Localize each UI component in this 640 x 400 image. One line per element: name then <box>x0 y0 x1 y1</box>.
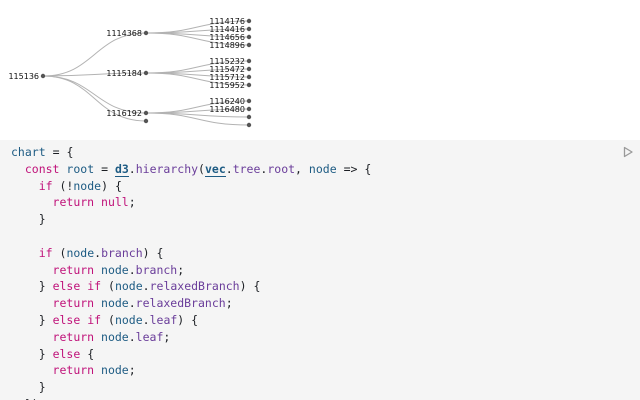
tree-link <box>145 112 250 126</box>
code-line: return node; <box>52 363 136 378</box>
code-line: return node.leaf; <box>52 329 171 344</box>
code-line: if (node.branch) { <box>38 245 164 260</box>
tree-leaf-node <box>246 114 252 120</box>
code-line: } <box>38 212 46 227</box>
tree-leaf-label: 1115472 <box>209 65 245 74</box>
tree-link <box>145 32 250 46</box>
code-line: if (!node) { <box>38 178 122 193</box>
tree-leaf-node <box>246 26 252 32</box>
tree-leaf-node <box>246 122 252 128</box>
tree-leaf-label: 1116240 <box>209 97 245 106</box>
play-icon <box>623 146 633 158</box>
tree-leaf-node <box>246 66 252 72</box>
code-line: const root = d3.hierarchy(vec.tree.root,… <box>24 161 372 177</box>
tree-leaf-node <box>246 98 252 104</box>
tree-leaf-node <box>246 42 252 48</box>
tree-leaf-label: 1116480 <box>209 105 245 114</box>
tree-link <box>42 32 147 77</box>
tree-link <box>42 72 147 77</box>
tree-link <box>145 72 250 86</box>
code-line: } <box>38 380 46 395</box>
code-line: }); <box>11 396 640 400</box>
code-line: chart = { <box>11 145 74 159</box>
tree-link <box>42 75 147 122</box>
tree-leaf-node <box>246 74 252 80</box>
tree-branch-label: 1115184 <box>106 69 142 78</box>
tree-root-label: 115136 <box>8 72 39 81</box>
tree-leaf-node <box>246 18 252 24</box>
code-line: return node.relaxedBranch; <box>52 296 233 311</box>
tree-branch-label: 1116192 <box>106 109 142 118</box>
code-line <box>11 228 640 245</box>
tree-link <box>42 75 147 114</box>
tree-leaf-node <box>246 58 252 64</box>
tree-branch-label: 1114368 <box>106 29 142 38</box>
tree-branch-node <box>143 110 149 116</box>
tree-branch-node <box>143 70 149 76</box>
tree-leaf-label: 1114656 <box>209 33 245 42</box>
tree-leaf-label: 1114896 <box>209 41 245 50</box>
tree-leaf-label: 1115712 <box>209 73 245 82</box>
tree-leaf-node <box>246 34 252 40</box>
tree-branch-node <box>143 118 149 124</box>
tree-branch-node <box>143 30 149 36</box>
code-line: } else { <box>38 346 95 361</box>
tree-leaf-label: 1114176 <box>209 17 245 26</box>
code-cell[interactable]: chart = { const root = d3.hierarchy(vec.… <box>0 140 640 400</box>
tree-leaf-label: 1114416 <box>209 25 245 34</box>
run-cell-button[interactable] <box>622 146 634 158</box>
code-line: } else if (node.leaf) { <box>38 312 199 327</box>
tree-leaf-label: 1115952 <box>209 81 245 90</box>
code-line: } else if (node.relaxedBranch) { <box>38 279 261 294</box>
code-line: return null; <box>52 195 136 210</box>
code-editor[interactable]: chart = { const root = d3.hierarchy(vec.… <box>0 140 640 400</box>
tree-leaf-label: 1115232 <box>209 57 245 66</box>
tree-leaf-node <box>246 82 252 88</box>
tree-root-node <box>40 73 46 79</box>
tree-chart: 115136 1114368 111417611144161114656111489… <box>8 17 252 128</box>
tree-leaf-node <box>246 106 252 112</box>
code-line: return node.branch; <box>52 262 185 277</box>
